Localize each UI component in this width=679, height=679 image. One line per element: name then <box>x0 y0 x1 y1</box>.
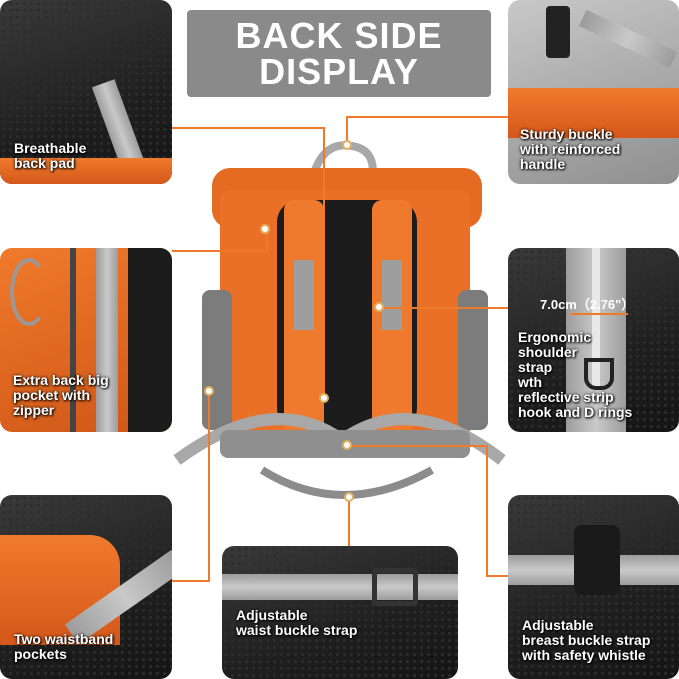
right-strap-trim <box>382 260 402 330</box>
caption-back-pocket: Extra back big pocket with zipper <box>13 372 109 418</box>
callout-dot-handle <box>342 140 352 150</box>
panel-buckle-handle: Sturdy buckle with reinforced handle <box>508 0 679 184</box>
callout-line-breast-v <box>486 445 488 577</box>
callout-line-back-pad-v <box>323 127 325 397</box>
callout-line-waist-buckle <box>348 500 350 546</box>
caption-back-pad: Breathable back pad <box>14 140 87 171</box>
title-banner: BACK SIDE DISPLAY <box>187 10 491 97</box>
panel-back-pad: Breathable back pad <box>0 0 172 184</box>
side-mesh-left <box>202 290 232 430</box>
callout-dot-waist-buckle <box>344 492 354 502</box>
panel-back-pocket <box>0 248 172 432</box>
hook-icon <box>10 258 48 326</box>
top-handle <box>308 141 377 182</box>
mesh-texture <box>0 0 172 184</box>
whistle-buckle-icon <box>574 525 620 595</box>
callout-line-waistband <box>172 580 210 582</box>
side-mesh-right <box>458 290 488 430</box>
waist-strap-band <box>222 574 458 600</box>
caption-waistband-pockets: Two waistband pockets <box>14 631 114 662</box>
backpack-illustration <box>173 141 506 499</box>
callout-line-breast-h <box>346 445 486 447</box>
callout-dot-back-pad <box>319 393 329 403</box>
reflective-strip <box>96 248 118 432</box>
callout-line-back-pad <box>172 127 324 129</box>
panel-waistband-pockets <box>0 495 172 679</box>
callout-line-shoulder <box>380 307 508 309</box>
callout-line-breast <box>486 575 508 577</box>
orange-trim <box>0 158 172 184</box>
measure-label: 7.0cm（2.76"） <box>540 297 635 312</box>
buckle-icon <box>546 6 570 58</box>
callout-dot-breast <box>342 440 352 450</box>
callout-line-handle-v <box>346 116 348 142</box>
zipper-line <box>70 248 76 432</box>
caption-shoulder-strap: Ergonomic shoulder strap wth reflective … <box>518 329 633 420</box>
callout-line-pocket-v <box>266 230 268 252</box>
dark-pocket <box>128 248 172 432</box>
caption-breast-buckle: Adjustable breast buckle strap with safe… <box>522 617 651 663</box>
waistband-pocket <box>0 535 120 645</box>
callout-dot-pocket <box>260 224 270 234</box>
callout-dot-shoulder <box>374 302 384 312</box>
d-ring-icon <box>584 358 614 390</box>
caption-buckle-handle: Sturdy buckle with reinforced handle <box>520 126 621 172</box>
callout-line-waistband-v <box>208 390 210 582</box>
callout-dot-waistband <box>204 386 214 396</box>
page-title: BACK SIDE DISPLAY <box>235 14 443 92</box>
panel-breast-buckle <box>508 495 679 679</box>
handle-strap <box>578 9 678 69</box>
panel-shoulder-strap <box>508 248 679 432</box>
waist-buckle-icon <box>372 568 418 606</box>
callout-line-pocket <box>172 250 268 252</box>
caption-waist-buckle: Adjustable waist buckle strap <box>236 607 358 638</box>
mesh-texture <box>222 546 458 679</box>
orange-roll-top <box>508 88 679 138</box>
measure-line <box>570 313 628 315</box>
panel-waist-buckle <box>222 546 458 679</box>
callout-line-handle <box>346 116 508 118</box>
reflective-strip <box>592 248 600 388</box>
left-strap-trim <box>294 260 314 330</box>
